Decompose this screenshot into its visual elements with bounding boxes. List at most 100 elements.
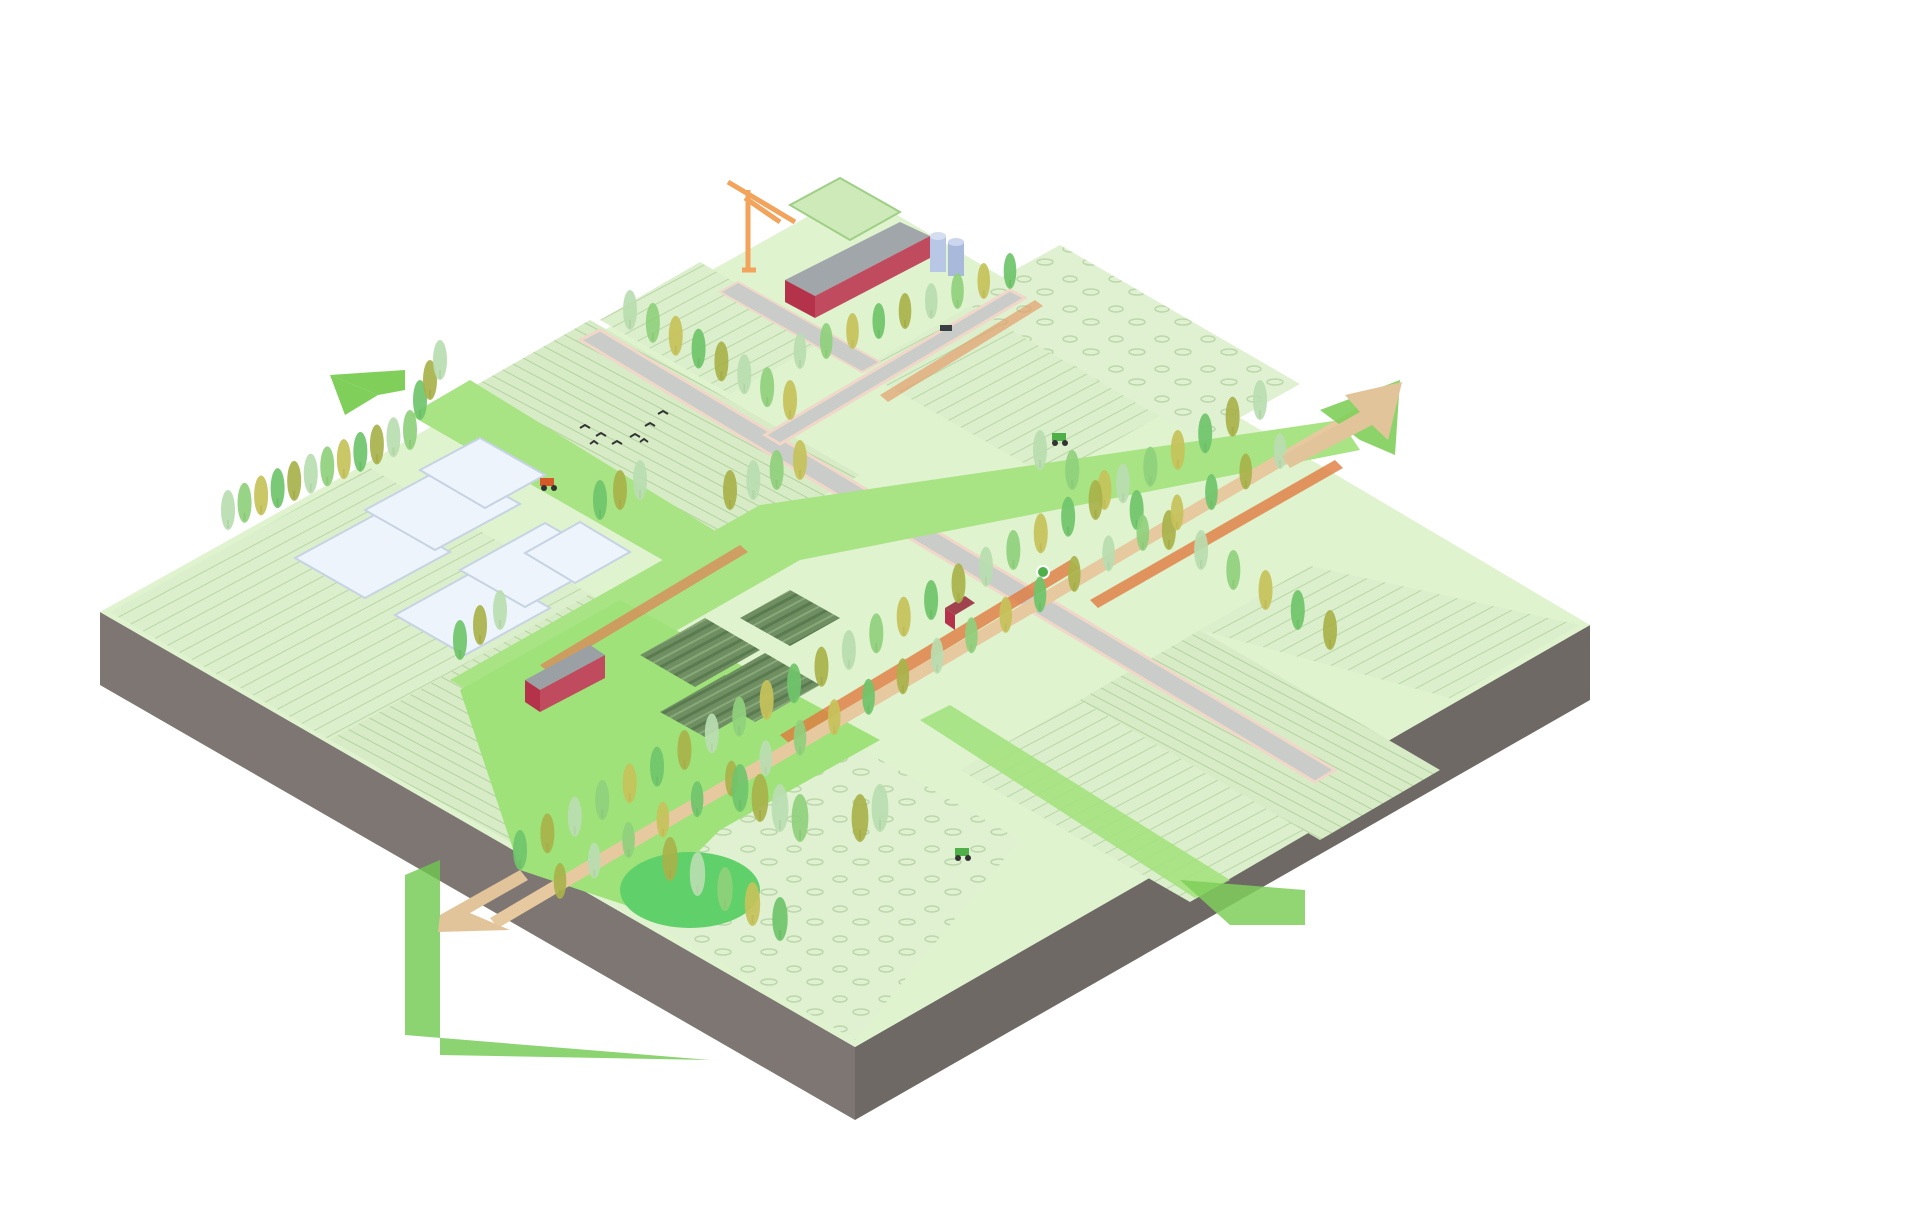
field-left [110, 468, 590, 740]
tree-icon [633, 460, 647, 500]
tree-icon [744, 882, 761, 926]
tree-icon [270, 468, 285, 509]
tree-icon [783, 380, 797, 420]
tree-icon [1198, 413, 1213, 454]
tree-icon [656, 801, 670, 838]
tree-icon [413, 380, 427, 420]
tree-icon [1088, 480, 1103, 520]
tree-icon [613, 470, 627, 510]
tree-icon [851, 794, 869, 842]
corridor-strip-right [920, 705, 1230, 898]
tree-icon [645, 302, 660, 343]
tree-icon [759, 740, 773, 777]
tree-icon [1065, 450, 1080, 490]
tree-icon [732, 696, 747, 737]
silo-icon [930, 232, 964, 276]
tree-icon [793, 333, 807, 369]
tree-icon [677, 730, 692, 770]
field-upper-left [450, 320, 860, 555]
tree-icon [540, 813, 555, 854]
tree-icon [668, 315, 683, 356]
field-upper-right [960, 245, 1300, 440]
tree-icon [303, 453, 318, 494]
small-house-icon [945, 596, 975, 630]
barn-icon [525, 645, 605, 712]
farm-lane [717, 280, 883, 374]
tree-icon [1061, 496, 1076, 537]
tree-icon [1115, 463, 1130, 504]
tree-icon [717, 867, 733, 911]
tree-icon [622, 822, 635, 859]
tree-icon [1239, 453, 1253, 490]
tree-icon [862, 678, 875, 715]
pond [620, 852, 760, 928]
tree-icon [965, 617, 978, 654]
tree-icon [977, 263, 991, 299]
tree-icon [791, 794, 809, 842]
tree-icon [1033, 576, 1047, 613]
tree-icon [872, 303, 886, 339]
tree-icon [1290, 590, 1305, 630]
tree-icon [793, 719, 807, 756]
tree-icon [320, 446, 335, 487]
tree-icon [1226, 550, 1241, 590]
tree-icon [1323, 610, 1337, 650]
tree-icon [869, 613, 884, 654]
tree-icon [1136, 514, 1150, 551]
tree-icon [1033, 513, 1048, 554]
tree-icon [369, 424, 384, 465]
tree-icon [221, 490, 235, 530]
field-bottom [600, 748, 1020, 1040]
tree-icon [1205, 473, 1218, 510]
tree-icon [595, 780, 610, 820]
tree-icon [254, 475, 269, 516]
field-bottom-right [960, 700, 1310, 902]
tree-icon [746, 460, 761, 500]
tractor-icon-2 [1052, 433, 1068, 446]
tree-icon [493, 590, 507, 630]
tree-icon [999, 596, 1013, 633]
tree-icon [772, 897, 788, 941]
barn-main-icon [785, 222, 930, 318]
sign-icon [1036, 565, 1050, 579]
tree-icon [896, 658, 910, 695]
tree-icon [896, 596, 911, 637]
tree-icon [473, 605, 487, 645]
tree-icon [714, 341, 729, 382]
tree-icon [1003, 253, 1017, 289]
tree-icon [1273, 433, 1287, 469]
tree-icon [1033, 430, 1047, 470]
tree-icon [553, 863, 567, 899]
tree-icon [567, 796, 582, 837]
flower-strip-3 [880, 300, 1043, 402]
tree-icon [846, 313, 859, 349]
tree-icon [453, 620, 467, 660]
tree-icon [898, 293, 912, 329]
tree-icon [1006, 530, 1021, 570]
bird-flock-icon [579, 409, 669, 445]
tree-icon [827, 699, 841, 736]
tree-icon [237, 482, 252, 523]
tree-icon [751, 774, 769, 822]
tree-icon [871, 784, 889, 832]
tree-icon [353, 431, 368, 472]
flower-strip-4 [1090, 460, 1343, 608]
tree-icon [690, 781, 704, 818]
tree-icon [287, 460, 302, 501]
tractor-icon [540, 478, 557, 491]
tree-icon [951, 563, 966, 604]
tree-icon [433, 340, 447, 380]
crane-icon [726, 179, 797, 273]
arrow-icon [330, 370, 1402, 1060]
car-icon [940, 325, 952, 331]
tree-icon [587, 842, 601, 879]
tree-icon [1225, 396, 1240, 437]
hedge-strip [410, 380, 730, 570]
tree-icon [704, 713, 719, 754]
tree-icon [691, 328, 706, 369]
field-top-left [600, 262, 830, 394]
tree-icon [793, 440, 807, 480]
tree-icon [1143, 446, 1158, 487]
tree-icon [731, 764, 749, 812]
